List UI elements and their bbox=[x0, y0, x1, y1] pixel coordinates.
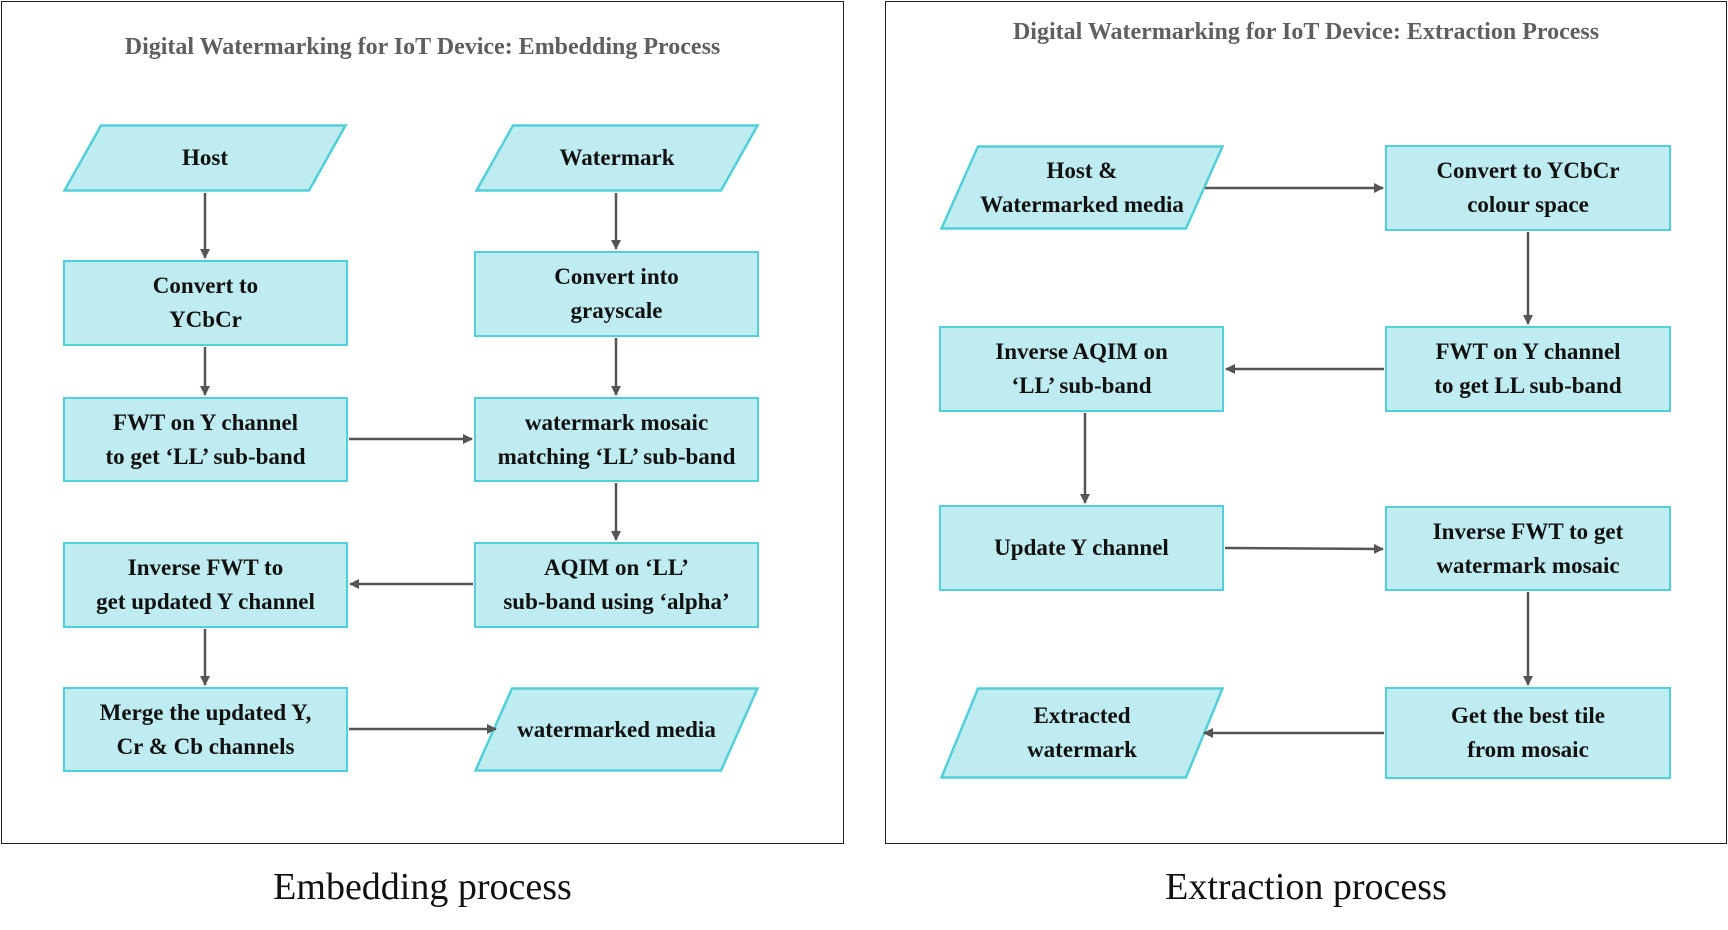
node-inverse-aqim-label: Inverse AQIM on ‘LL’ sub-band bbox=[995, 339, 1168, 398]
parallelogram-shape bbox=[939, 145, 1225, 230]
parallelogram-outline bbox=[62, 124, 348, 192]
node-host-label: Host bbox=[182, 145, 228, 170]
node-host-watermarked-label: Host & Watermarked media bbox=[980, 157, 1184, 217]
parallelogram-shape bbox=[62, 124, 348, 192]
node-watermark-mosaic-label: watermark mosaic matching ‘LL’ sub-band bbox=[497, 409, 736, 469]
embedding-title: Digital Watermarking for IoT Device: Emb… bbox=[124, 34, 721, 60]
node-inverse-aqim: Inverse AQIM on ‘LL’ sub-band bbox=[939, 326, 1224, 412]
node-convert-ycbcr-label: Convert to YCbCr bbox=[152, 273, 259, 332]
node-convert-ycbcr-colour-label: Convert to YCbCr colour space bbox=[1436, 158, 1620, 217]
node-inverse-fwt: Inverse FWT to get updated Y channel bbox=[63, 542, 348, 628]
node-convert-ycbcr: Convert to YCbCr bbox=[63, 260, 348, 346]
node-watermarked-media-label: watermarked media bbox=[517, 716, 716, 742]
node-convert-grayscale-label: Convert into grayscale bbox=[554, 264, 679, 323]
extraction-caption: Extraction process bbox=[1165, 866, 1447, 908]
node-best-tile-label: Get the best tile from mosaic bbox=[1451, 703, 1605, 762]
node-watermark-label: Watermark bbox=[559, 145, 675, 170]
parallelogram-outline bbox=[474, 124, 760, 192]
node-best-tile: Get the best tile from mosaic bbox=[1385, 687, 1671, 779]
node-watermark-mosaic: watermark mosaic matching ‘LL’ sub-band bbox=[474, 397, 759, 482]
node-inverse-fwt-label: Inverse FWT to get updated Y channel bbox=[96, 555, 315, 614]
embedding-caption: Embedding process bbox=[273, 866, 572, 908]
node-inverse-fwt-mosaic-label: Inverse FWT to get watermark mosaic bbox=[1432, 518, 1624, 578]
node-merge-label: Merge the updated Y, Cr & Cb channels bbox=[99, 699, 312, 759]
extraction-title: Digital Watermarking for IoT Device: Ext… bbox=[1012, 19, 1600, 45]
parallelogram-shape bbox=[939, 687, 1225, 779]
node-watermark: Watermark bbox=[474, 124, 760, 192]
node-host: Host bbox=[62, 124, 348, 192]
node-host-watermarked: Host & Watermarked media bbox=[939, 145, 1225, 230]
parallelogram-shape bbox=[473, 687, 760, 772]
node-aqim-label: AQIM on ‘LL’ sub-band using ‘alpha’ bbox=[503, 555, 730, 614]
node-fwt-y-ll: FWT on Y channel to get LL sub-band bbox=[1385, 326, 1671, 412]
node-fwt-y-label: FWT on Y channel to get ‘LL’ sub-band bbox=[105, 409, 306, 469]
node-convert-ycbcr-colour: Convert to YCbCr colour space bbox=[1385, 145, 1671, 231]
node-merge: Merge the updated Y, Cr & Cb channels bbox=[63, 687, 348, 772]
parallelogram-shape bbox=[474, 124, 760, 192]
node-fwt-y-ll-label: FWT on Y channel to get LL sub-band bbox=[1434, 339, 1622, 398]
node-update-y-label: Update Y channel bbox=[994, 535, 1169, 560]
node-convert-grayscale: Convert into grayscale bbox=[474, 251, 759, 337]
parallelogram-outline bbox=[939, 145, 1225, 230]
node-fwt-y: FWT on Y channel to get ‘LL’ sub-band bbox=[63, 397, 348, 482]
node-extracted-watermark-label: Extracted watermark bbox=[1027, 703, 1137, 762]
node-extracted-watermark: Extracted watermark bbox=[939, 687, 1225, 779]
parallelogram-outline bbox=[939, 687, 1225, 779]
node-watermarked-media: watermarked media bbox=[473, 687, 760, 772]
node-update-y: Update Y channel bbox=[939, 505, 1224, 591]
parallelogram-outline bbox=[473, 687, 760, 772]
node-aqim: AQIM on ‘LL’ sub-band using ‘alpha’ bbox=[474, 542, 759, 628]
node-inverse-fwt-mosaic: Inverse FWT to get watermark mosaic bbox=[1385, 506, 1671, 591]
